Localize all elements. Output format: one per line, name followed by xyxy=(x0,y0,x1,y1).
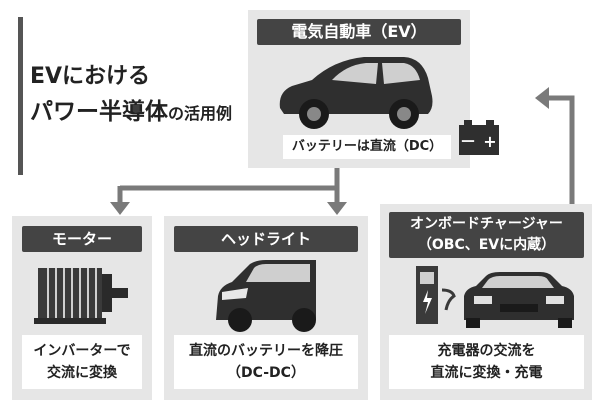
motor-caption-line1: インバーターで xyxy=(33,343,131,359)
obc-label: オンボードチャージャー （OBC、EVに内蔵） xyxy=(389,212,584,258)
battery-icon: － + xyxy=(459,120,499,155)
charger-icon xyxy=(416,266,438,324)
ev-label: 電気自動車（EV） xyxy=(257,19,461,45)
headlight-caption-line2: （DC-DC） xyxy=(227,365,305,381)
diagram-title-line1: EVにおける xyxy=(30,64,151,89)
title-small-text: の活用例 xyxy=(168,104,233,123)
obc-caption: 充電器の交流を 直流に変換・充電 xyxy=(389,335,584,389)
motor-icon xyxy=(34,268,128,324)
obc-label-line1: オンボードチャージャー xyxy=(410,216,563,232)
battery-plus-sign: + xyxy=(483,132,496,151)
arrowhead-ev xyxy=(535,87,549,109)
ev-car-icon xyxy=(279,57,433,129)
headlight-label: ヘッドライト xyxy=(174,226,358,252)
obc-return-line xyxy=(548,95,575,204)
motor-label: モーター xyxy=(22,226,142,252)
motor-caption-line2: 交流に変換 xyxy=(47,365,117,381)
motor-caption: インバーターで 交流に変換 xyxy=(22,335,142,389)
arrowhead-motor xyxy=(110,202,130,215)
headlight-caption-line1: 直流のバッテリーを降圧 xyxy=(189,343,343,359)
obc-caption-line2: 直流に変換・充電 xyxy=(430,365,543,381)
arrowhead-headlight xyxy=(327,202,347,215)
obc-car-icon xyxy=(442,272,574,328)
title-main-text: パワー半導体 xyxy=(30,99,168,125)
title-accent-bar xyxy=(18,17,23,175)
headlight-car-icon xyxy=(216,260,316,332)
ev-caption: バッテリーは直流（DC） xyxy=(283,135,451,159)
battery-minus-sign: － xyxy=(460,132,476,151)
obc-label-line2: （OBC、EVに内蔵） xyxy=(417,237,556,253)
diagram-title-line2: パワー半導体の活用例 xyxy=(30,92,232,126)
obc-caption-line1: 充電器の交流を xyxy=(437,343,536,359)
headlight-caption: 直流のバッテリーを降圧 （DC-DC） xyxy=(174,335,358,389)
